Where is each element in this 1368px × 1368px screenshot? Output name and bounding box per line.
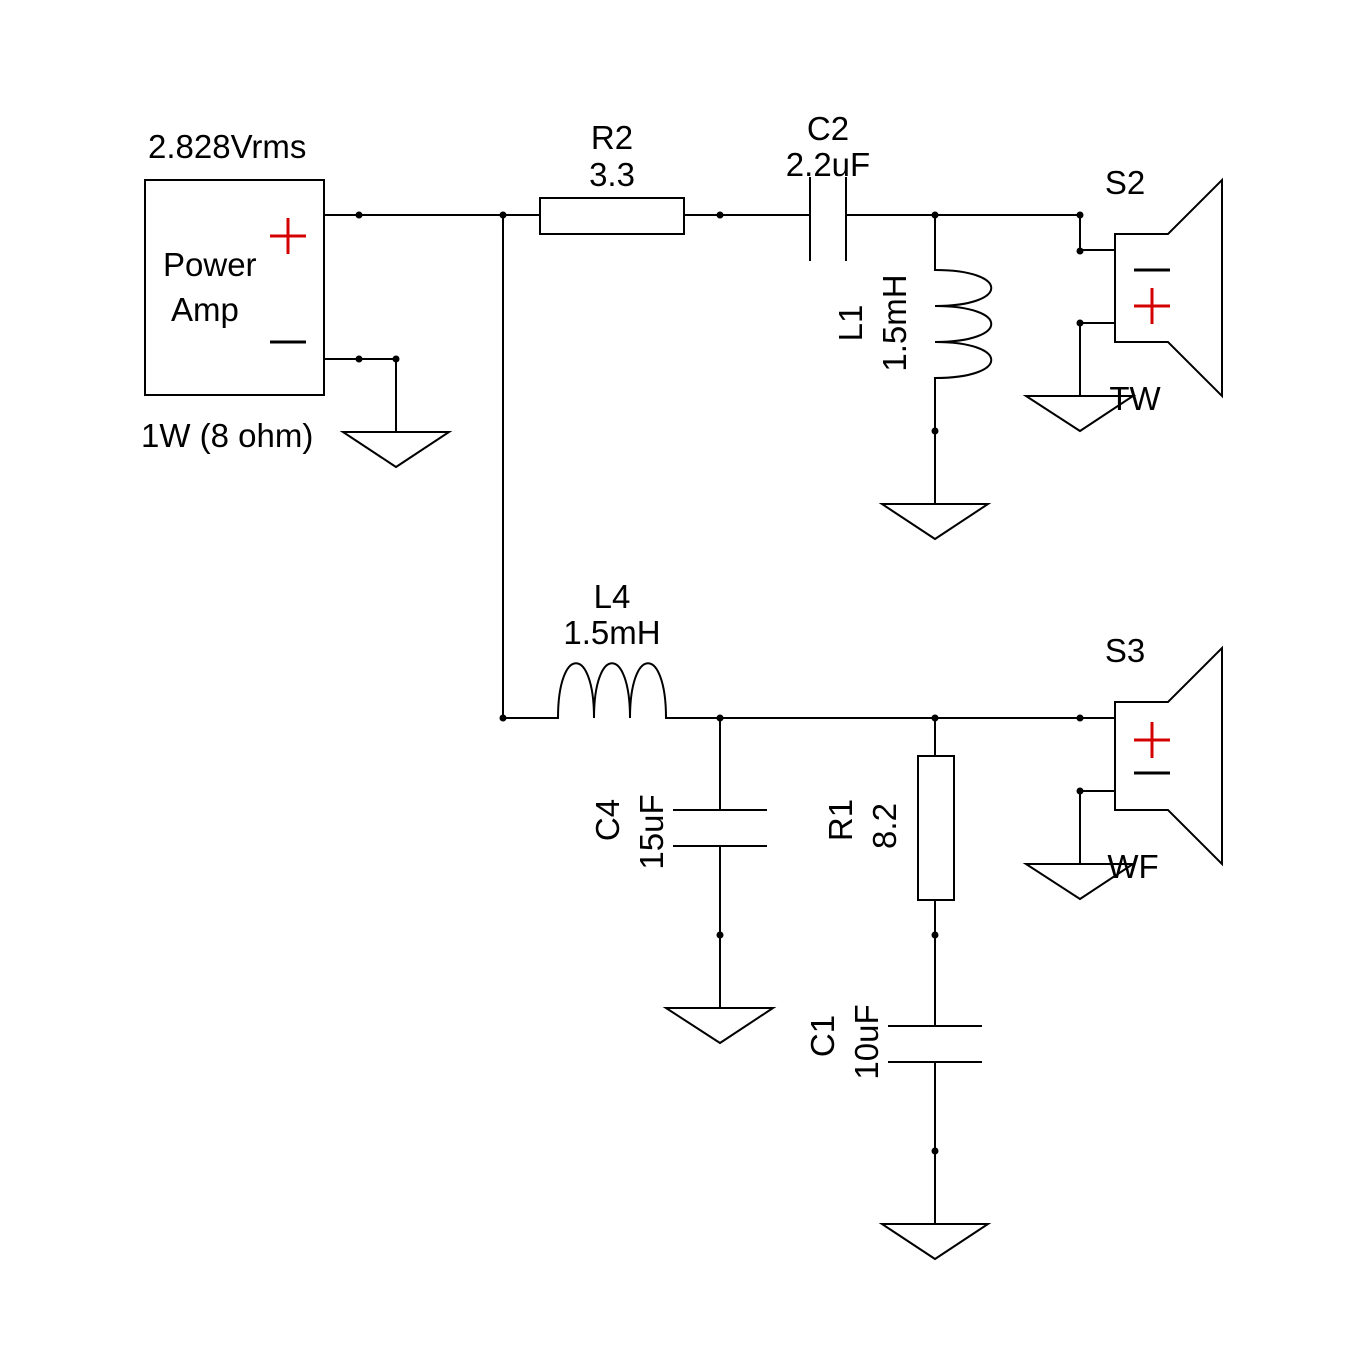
junction-dot — [1076, 319, 1084, 327]
ground-c1-icon — [878, 1223, 992, 1261]
junction-dot — [931, 931, 939, 939]
amp-rating-label: 1W (8 ohm) — [141, 417, 313, 454]
s3-name-label: S3 — [1105, 632, 1145, 669]
s3-driver-label: WF — [1107, 848, 1158, 885]
capacitor-c1-plates — [888, 1025, 982, 1063]
junction-dot — [355, 355, 363, 363]
resistor-r2: R2 3.3 — [539, 119, 685, 235]
junction-dot — [931, 427, 939, 435]
r2-value-label: 3.3 — [589, 156, 635, 193]
ground-c4-icon — [662, 1007, 777, 1045]
capacitor-c1: C1 10uF — [804, 1004, 982, 1225]
capacitor-c2: C2 2.2uF — [786, 110, 870, 261]
inductor-l1: L1 1.5mH — [832, 214, 993, 505]
junction-dot — [1076, 211, 1084, 219]
junction-dot — [1076, 714, 1084, 722]
r1-value-label: 8.2 — [866, 803, 903, 849]
c4-value-label: 15uF — [633, 794, 670, 869]
amp-name-line2: Amp — [171, 291, 239, 328]
l4-value-label: 1.5mH — [563, 614, 660, 651]
inductor-l4-coil — [556, 662, 668, 720]
speaker-s2-icon — [1114, 177, 1223, 399]
speaker-s3: S3 — [1105, 632, 1223, 867]
junction-dots — [355, 211, 1084, 1155]
junction-dot — [392, 355, 400, 363]
junction-dot — [716, 714, 724, 722]
capacitor-c4: C4 15uF — [589, 717, 767, 1009]
speaker-s3-icon — [1114, 645, 1223, 867]
resistor-r2-body — [539, 197, 685, 235]
c2-name-label: C2 — [807, 110, 849, 147]
c1-name-label: C1 — [804, 1015, 841, 1057]
c1-value-label: 10uF — [848, 1004, 885, 1079]
junction-dot — [1076, 247, 1084, 255]
wire-c2-s2 — [845, 214, 1116, 251]
ground-s2-icon — [1022, 395, 1137, 433]
amp-plus-icon — [270, 218, 306, 254]
ground-amp-icon — [339, 431, 453, 469]
junction-dot — [931, 714, 939, 722]
capacitor-c4-plates — [673, 809, 767, 847]
l1-value-label: 1.5mH — [876, 274, 913, 371]
junction-dot — [355, 211, 363, 219]
junction-dot — [716, 211, 724, 219]
inductor-l4: L4 1.5mH — [502, 578, 668, 720]
r1-name-label: R1 — [822, 799, 859, 841]
amp-voltage-label: 2.828Vrms — [148, 128, 306, 165]
c2-value-label: 2.2uF — [786, 146, 870, 183]
capacitor-c2-plates — [809, 177, 847, 261]
junction-dot — [716, 931, 724, 939]
ground-l1-icon — [878, 503, 992, 541]
speaker-s2: S2 — [1105, 164, 1223, 399]
ground-s3-icon — [1022, 863, 1137, 901]
resistor-r1-body — [917, 755, 955, 901]
s2-driver-label: TW — [1109, 380, 1161, 417]
junction-dot — [931, 211, 939, 219]
junction-dot — [931, 1147, 939, 1155]
power-amp: 2.828Vrms Power Amp 1W (8 ohm) — [141, 128, 325, 454]
l1-name-label: L1 — [832, 305, 869, 342]
wire-amp-negative — [323, 358, 397, 433]
junction-dot — [499, 714, 507, 722]
resistor-r1: R1 8.2 — [822, 717, 955, 1027]
r2-name-label: R2 — [591, 119, 633, 156]
s2-plus-icon — [1134, 288, 1170, 324]
l4-name-label: L4 — [594, 578, 631, 615]
c4-name-label: C4 — [589, 799, 626, 841]
power-amp-box — [144, 179, 325, 396]
s2-name-label: S2 — [1105, 164, 1145, 201]
junction-dot — [499, 211, 507, 219]
inductor-l1-coil — [933, 268, 993, 380]
amp-name-line1: Power — [163, 246, 257, 283]
s3-plus-icon — [1134, 722, 1170, 758]
junction-dot — [1076, 787, 1084, 795]
